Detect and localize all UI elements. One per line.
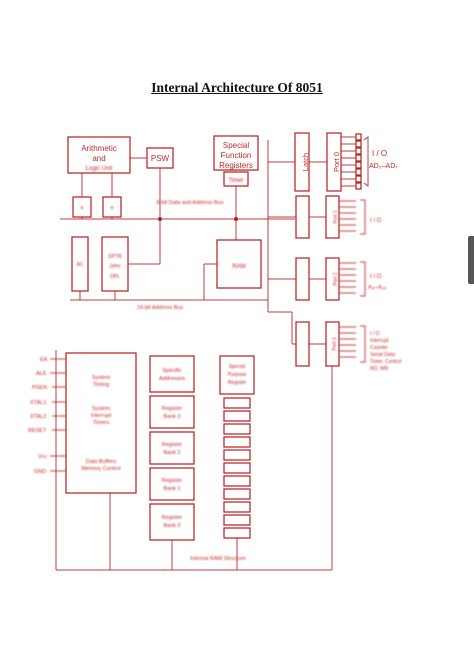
internal-bus-label: Internal RAM Structure <box>190 556 246 562</box>
port1-label: Port 1 <box>333 210 339 224</box>
svg-text:System: System <box>92 406 111 412</box>
svg-text:+: + <box>80 205 84 212</box>
data-bus-label: 8-bit Data and Address Bus <box>157 200 224 206</box>
svg-text:Interrupt: Interrupt <box>370 338 389 344</box>
svg-text:EA: EA <box>40 357 48 363</box>
svg-text:ALE: ALE <box>36 371 47 377</box>
svg-text:Counter: Counter <box>370 345 388 351</box>
address-bus-label: 16-bit Address Bus <box>137 305 183 311</box>
svg-text:XTAL1: XTAL1 <box>30 400 46 406</box>
page-scroll-tab[interactable] <box>468 236 474 284</box>
svg-text:PSEN: PSEN <box>32 385 47 391</box>
alu-label-2: and <box>92 154 105 163</box>
system-timing-block: System Timing System Interrupt Timers Da… <box>65 352 137 494</box>
svg-text:Data Buffers: Data Buffers <box>86 459 117 465</box>
sfr-block: Special Function Registers <box>213 135 259 171</box>
port2-pins <box>339 261 366 297</box>
svg-text:Bank 3: Bank 3 <box>163 414 180 420</box>
alu-block: Arithmetic and Logic Unit <box>67 136 131 174</box>
svg-text:Register: Register <box>162 442 183 448</box>
latch-block: Latch <box>294 132 310 192</box>
sfr-label-3: Registers <box>219 161 253 170</box>
svg-text:Specific: Specific <box>162 368 182 374</box>
svg-text:Serial Data: Serial Data <box>370 352 395 358</box>
page-title: Internal Architecture Of 8051 <box>151 80 323 95</box>
port3-latch <box>295 321 310 367</box>
svg-text:System: System <box>92 375 111 381</box>
svg-text:DPL: DPL <box>110 274 120 280</box>
port0-ad-label: AD₀–AD₇ <box>369 163 398 170</box>
port1-io-label: I / O <box>370 218 382 224</box>
sfr-label-2: Function <box>221 151 252 160</box>
svg-text:Memory Control: Memory Control <box>81 466 120 472</box>
svg-text:Special: Special <box>229 364 245 370</box>
svg-text:GND: GND <box>34 469 46 475</box>
svg-text:Bank 2: Bank 2 <box>163 450 180 456</box>
svg-text:AC: AC <box>77 262 84 268</box>
psw-block: PSW <box>146 147 174 169</box>
port3-pins <box>339 325 366 363</box>
port2-io-label: I / O <box>370 274 382 280</box>
port1-latch <box>295 195 310 239</box>
ram-label: RAM <box>232 264 245 270</box>
svg-text:RESET: RESET <box>28 428 47 434</box>
timer-label: Timer <box>228 178 243 184</box>
svg-text:Register: Register <box>162 478 183 484</box>
port0-pins <box>341 133 362 190</box>
port2-addr-label: A₈–A₁₅ <box>368 285 387 291</box>
svg-text:Purpose: Purpose <box>228 372 247 378</box>
svg-text:Timer, Control: Timer, Control <box>370 359 401 365</box>
svg-text:Timing: Timing <box>93 382 109 388</box>
port3-label: Port 3 <box>332 337 338 351</box>
svg-text:Bank 1: Bank 1 <box>163 486 180 492</box>
sfr-list: Special Purpose Register <box>219 355 255 570</box>
alu-label-1: Arithmetic <box>81 144 117 153</box>
port0-block: Port 0 <box>326 132 342 192</box>
port3-notes: I / O Interrupt Counter Serial Data Time… <box>370 331 401 372</box>
sfr-label-1: Special <box>223 141 249 150</box>
register-banks: Specific Addresses Register Bank 3 Regis… <box>149 355 195 570</box>
svg-text:Addresses: Addresses <box>159 376 185 382</box>
svg-text:Bank 0: Bank 0 <box>163 523 180 529</box>
port1-pins <box>339 199 366 235</box>
port0-label: Port 0 <box>332 152 341 172</box>
svg-text:Register: Register <box>228 380 247 386</box>
latch-label: Latch <box>301 153 310 171</box>
svg-text:DPTR: DPTR <box>108 254 122 260</box>
alu-label-3: Logic Unit <box>86 166 113 172</box>
svg-text:Vcc: Vcc <box>38 454 47 460</box>
port0-io-label: I / O <box>372 149 387 158</box>
svg-text:Timers: Timers <box>93 420 110 426</box>
svg-text:Register: Register <box>162 406 183 412</box>
psw-label: PSW <box>151 154 170 163</box>
svg-text:RD, WR: RD, WR <box>370 366 389 372</box>
svg-text:Register: Register <box>162 515 183 521</box>
svg-text:+: + <box>110 205 114 212</box>
svg-text:I / O: I / O <box>370 331 380 337</box>
svg-text:DPH: DPH <box>110 264 121 270</box>
control-pins: EA ALE PSEN XTAL1 XTAL2 RESET Vcc GND <box>28 357 66 475</box>
port2-label: Port 2 <box>333 272 339 286</box>
svg-text:XTAL2: XTAL2 <box>30 414 46 420</box>
port2-latch <box>295 257 310 301</box>
svg-text:Interrupt: Interrupt <box>91 413 112 419</box>
